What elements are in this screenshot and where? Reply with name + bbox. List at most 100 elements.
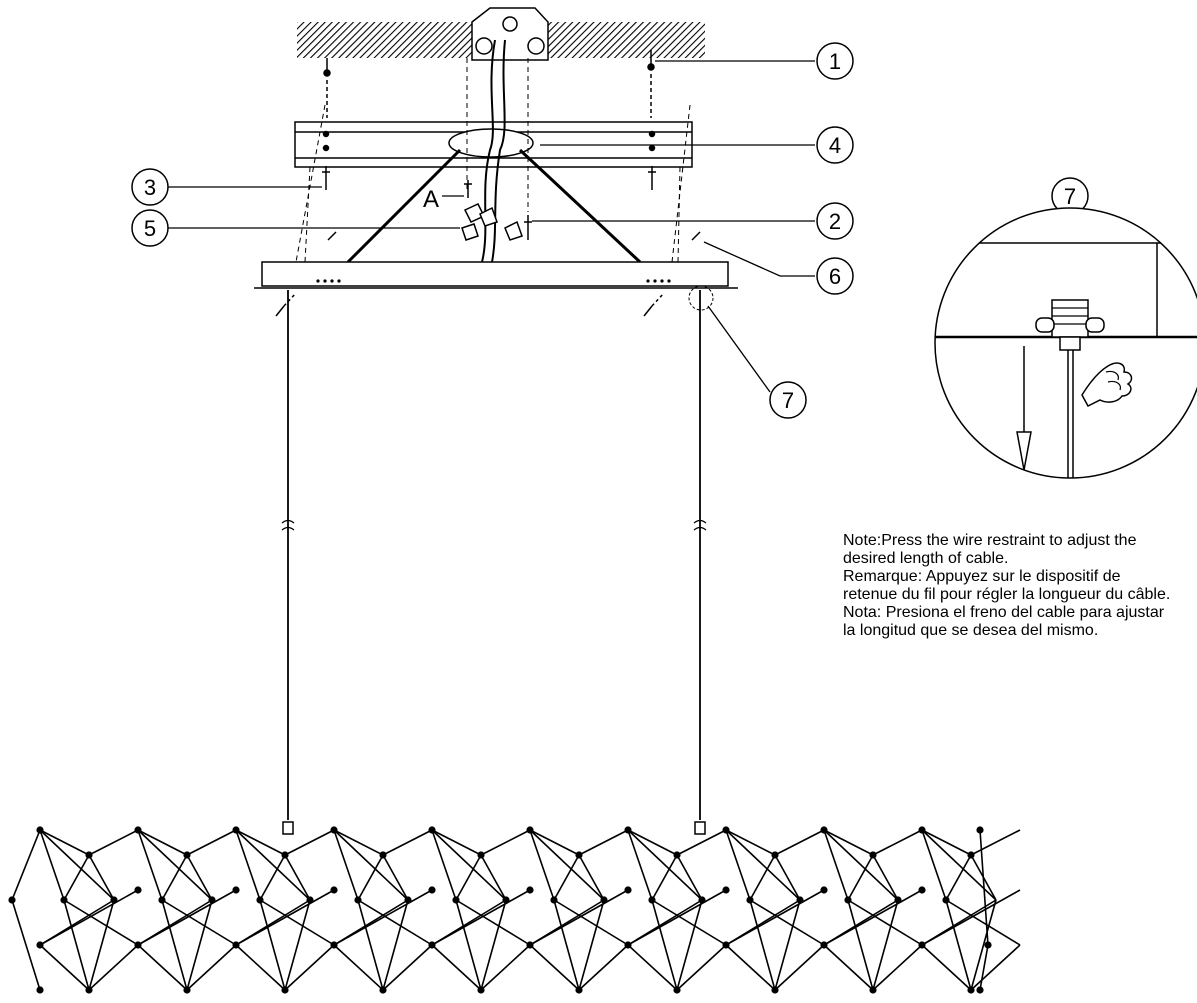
cage-rod <box>578 944 629 991</box>
callout-1: 1 <box>829 49 841 74</box>
cage-joint <box>306 896 314 904</box>
cage-rod <box>553 899 580 991</box>
cage-rod <box>480 854 507 901</box>
cage-rod <box>333 829 359 901</box>
cage-joint <box>60 896 68 904</box>
cage-joint <box>894 896 902 904</box>
cage-joint <box>36 826 44 834</box>
cage-rod <box>921 944 972 991</box>
cage-joint <box>942 896 950 904</box>
cage-joint <box>722 826 730 834</box>
cage-rod <box>970 899 997 991</box>
cage-rod <box>823 889 923 946</box>
cage-joint <box>477 851 485 859</box>
cage-rod <box>979 944 989 991</box>
cage-rod <box>823 944 874 991</box>
cage-joint <box>404 896 412 904</box>
cage-joint <box>36 986 44 994</box>
cage-rod <box>945 899 1021 946</box>
cage-rod <box>431 829 482 856</box>
cage-rod <box>921 829 972 856</box>
cage-joint <box>502 896 510 904</box>
cage-connectors <box>282 821 706 835</box>
note-line-6: la longitud que se desea del mismo. <box>843 622 1099 639</box>
cage-rod <box>284 944 335 991</box>
cage-joint <box>526 941 534 949</box>
cage-joint <box>134 941 142 949</box>
cage-joint <box>85 986 93 994</box>
cage-joint <box>477 986 485 994</box>
cage-joint <box>281 986 289 994</box>
cage-rod <box>186 899 213 991</box>
cage-rod <box>333 829 409 901</box>
cage-joint <box>673 986 681 994</box>
cage-joint <box>330 941 338 949</box>
cage-rod <box>235 944 286 991</box>
callout-3: 3 <box>144 175 156 200</box>
cage-rod <box>284 829 335 856</box>
cage-joint <box>771 851 779 859</box>
cage-rod <box>455 899 531 946</box>
cage-joint <box>820 941 828 949</box>
cage-rod <box>137 829 213 901</box>
cage-joint <box>624 941 632 949</box>
callout-6: 6 <box>829 264 841 289</box>
cage-rod <box>872 829 923 856</box>
cage-joint <box>869 986 877 994</box>
cage-joint <box>673 851 681 859</box>
cage-rod <box>431 889 531 946</box>
detail-view <box>934 207 1197 479</box>
cage-rod <box>651 854 678 901</box>
bracket-screws <box>322 166 656 190</box>
cage-joint <box>256 896 264 904</box>
cage-joint <box>232 826 240 834</box>
cage-rod <box>186 854 213 901</box>
cage-joint <box>183 986 191 994</box>
cage-rod <box>553 854 580 901</box>
cage-joint <box>976 986 984 994</box>
note-line-2: desired length of cable. <box>843 550 1009 567</box>
cage-joint <box>600 896 608 904</box>
cage-rod <box>88 829 139 856</box>
canopy-screws <box>275 231 701 317</box>
cage-rod <box>872 854 899 901</box>
cage-rod <box>259 899 286 991</box>
cage-joint <box>428 941 436 949</box>
cage-rod <box>529 829 580 856</box>
detail-note: Note:Press the wire restraint to adjust … <box>843 532 1197 640</box>
cage-rod <box>235 829 261 901</box>
cage-rod <box>676 944 727 991</box>
cage-rod <box>357 899 384 991</box>
cage-rod <box>529 829 605 901</box>
cage-rod <box>945 854 972 901</box>
cage-rod <box>627 829 678 856</box>
cage-joint <box>134 886 142 894</box>
cage-joint <box>550 896 558 904</box>
cage-joint <box>844 896 852 904</box>
cage-rod <box>578 899 605 991</box>
cage-rod <box>137 889 237 946</box>
cage-joint <box>984 941 992 949</box>
cage-joint <box>330 826 338 834</box>
cage-rod <box>847 854 874 901</box>
cage-rod <box>431 944 482 991</box>
cage-rod <box>725 944 776 991</box>
cage-rod <box>39 829 90 856</box>
cage-rod <box>970 829 1021 856</box>
cage-rod <box>333 889 433 946</box>
cage-joint <box>967 851 975 859</box>
cage-rod <box>161 899 188 991</box>
cage-rod <box>578 854 605 901</box>
cage-rod <box>480 944 531 991</box>
cage-joint <box>698 896 706 904</box>
cage-rod <box>651 899 727 946</box>
cage-joint <box>379 851 387 859</box>
cage-rod <box>333 944 384 991</box>
cage-rod <box>11 829 41 901</box>
cage-rod <box>88 944 139 991</box>
cage-joint <box>134 826 142 834</box>
cage-rod <box>774 899 801 991</box>
cage-rod <box>823 829 874 856</box>
cage-rod <box>63 899 90 991</box>
cage-joint <box>379 986 387 994</box>
